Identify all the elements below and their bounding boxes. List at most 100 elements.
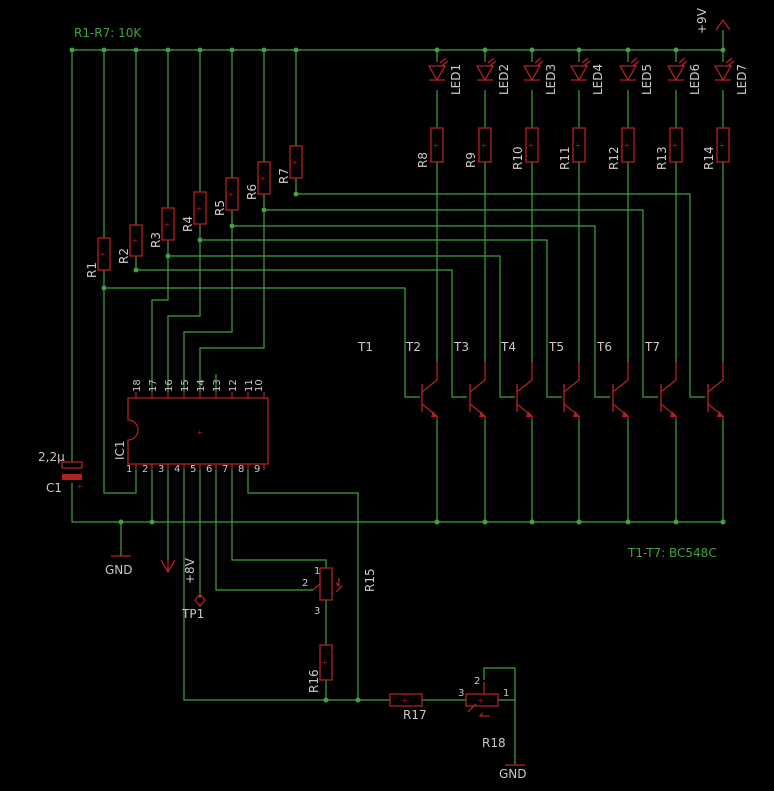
t2-label: T2 bbox=[405, 340, 421, 354]
resistor-r14: + bbox=[716, 127, 730, 163]
transistor-t1 bbox=[421, 362, 438, 420]
resistor-r9: + bbox=[478, 127, 492, 163]
wires bbox=[71, 30, 724, 765]
svg-text:+: + bbox=[132, 236, 138, 247]
svg-text:+: + bbox=[481, 141, 487, 152]
svg-text:+: + bbox=[528, 141, 534, 152]
t5-label: T5 bbox=[548, 340, 564, 354]
led-6 bbox=[666, 57, 688, 82]
r7-label: R7 bbox=[277, 168, 291, 184]
r12-label: R12 bbox=[607, 146, 621, 170]
r18-label: R18 bbox=[482, 736, 506, 750]
r13-label: R13 bbox=[655, 146, 669, 170]
r11-label: R11 bbox=[558, 146, 572, 170]
ic1-pins-top: 18 17 16 15 14 13 12 11 10 bbox=[132, 379, 265, 392]
pot-pin-label: 3 bbox=[458, 688, 464, 699]
r17-label: R17 bbox=[403, 708, 427, 722]
svg-text:+: + bbox=[292, 158, 298, 169]
supply-8v-label: +8V bbox=[183, 557, 197, 584]
t6-label: T6 bbox=[596, 340, 612, 354]
ic-pin-label: 18 bbox=[132, 379, 143, 392]
pot-pin-label: 3 bbox=[314, 606, 320, 617]
r3-label: R3 bbox=[149, 232, 163, 248]
capacitor-c1: + bbox=[61, 461, 83, 493]
t4-label: T4 bbox=[500, 340, 516, 354]
testpoint-label: TP1 bbox=[181, 607, 204, 621]
ic-pin-label: 13 bbox=[212, 379, 223, 392]
led6-label: LED6 bbox=[688, 64, 702, 95]
led4-label: LED4 bbox=[591, 64, 605, 95]
svg-text:+: + bbox=[322, 658, 328, 669]
r10-label: R10 bbox=[511, 146, 525, 170]
led3-label: LED3 bbox=[544, 64, 558, 95]
transistor-t7 bbox=[707, 362, 724, 420]
r9-label: R9 bbox=[464, 152, 478, 168]
c1-name-label: C1 bbox=[46, 481, 62, 495]
c1-value-label: 2,2µ bbox=[38, 450, 65, 464]
svg-text:+: + bbox=[100, 250, 106, 261]
r2-label: R2 bbox=[117, 248, 131, 264]
ic-pin-label: 6 bbox=[206, 464, 212, 475]
junction-dots bbox=[69, 47, 726, 703]
ic-pin-label: 7 bbox=[222, 464, 228, 475]
resistor-r16: + bbox=[319, 644, 333, 681]
t7-label: T7 bbox=[644, 340, 660, 354]
r4-label: R4 bbox=[181, 216, 195, 232]
svg-text:+: + bbox=[672, 141, 678, 152]
resistor-r3: + bbox=[161, 207, 175, 241]
pot-pin-label: 2 bbox=[302, 578, 308, 589]
pot-pin-label: 2 bbox=[474, 676, 480, 687]
svg-text:+: + bbox=[478, 696, 484, 707]
ic-pin-label: 4 bbox=[174, 464, 180, 475]
led-4 bbox=[569, 57, 591, 82]
transistor-t6 bbox=[660, 362, 677, 420]
svg-text:+: + bbox=[402, 696, 408, 707]
resistor-r1: + bbox=[97, 237, 111, 271]
pot-pin-label: 1 bbox=[314, 566, 320, 577]
testpoint-icon bbox=[194, 592, 206, 608]
r14-label: R14 bbox=[702, 146, 716, 170]
resistor-r7: + bbox=[289, 145, 303, 179]
transistor-t4 bbox=[563, 362, 580, 420]
ic-pin-label: 9 bbox=[254, 464, 260, 475]
svg-text:+: + bbox=[575, 141, 581, 152]
svg-text:+: + bbox=[624, 141, 630, 152]
ic-pin-label: 11 bbox=[244, 379, 255, 392]
r5-label: R5 bbox=[213, 200, 227, 216]
resistor-r12: + bbox=[621, 127, 635, 163]
r1-label: R1 bbox=[85, 262, 99, 278]
r6-label: R6 bbox=[245, 184, 259, 200]
resistor-note: R1-R7: 10K bbox=[74, 26, 142, 40]
resistor-r13: + bbox=[669, 127, 683, 163]
led-1 bbox=[427, 57, 449, 82]
vcc-arrow-icon bbox=[715, 18, 731, 31]
ic-pin-label: 1 bbox=[126, 464, 132, 475]
led2-label: LED2 bbox=[497, 64, 511, 95]
potentiometer-r15 bbox=[312, 567, 343, 601]
r15-label: R15 bbox=[363, 568, 377, 592]
svg-text:+: + bbox=[228, 190, 234, 201]
ic1-pins-bottom: 1 2 3 4 5 6 7 8 9 bbox=[126, 464, 260, 475]
gnd-right-label: GND bbox=[499, 767, 527, 781]
led-7 bbox=[713, 57, 735, 82]
ic-pin-label: 8 bbox=[238, 464, 244, 475]
resistor-r5: + bbox=[225, 177, 239, 211]
transistor-t2 bbox=[469, 362, 486, 420]
r8-label: R8 bbox=[416, 152, 430, 168]
resistor-r6: + bbox=[257, 161, 271, 195]
supply-8v-arrow-icon bbox=[160, 559, 176, 574]
svg-text:+: + bbox=[260, 174, 266, 185]
svg-text:+: + bbox=[433, 141, 439, 152]
svg-text:+: + bbox=[164, 220, 170, 231]
transistor-t5 bbox=[612, 362, 629, 420]
ic1-body: + bbox=[127, 392, 269, 470]
led-3 bbox=[522, 57, 544, 82]
svg-text:+: + bbox=[719, 141, 725, 152]
ic-pin-label: 14 bbox=[196, 379, 207, 392]
t3-label: T3 bbox=[453, 340, 469, 354]
svg-text:+: + bbox=[196, 204, 202, 215]
potentiometer-r18: + bbox=[465, 682, 499, 717]
led1-label: LED1 bbox=[449, 64, 463, 95]
